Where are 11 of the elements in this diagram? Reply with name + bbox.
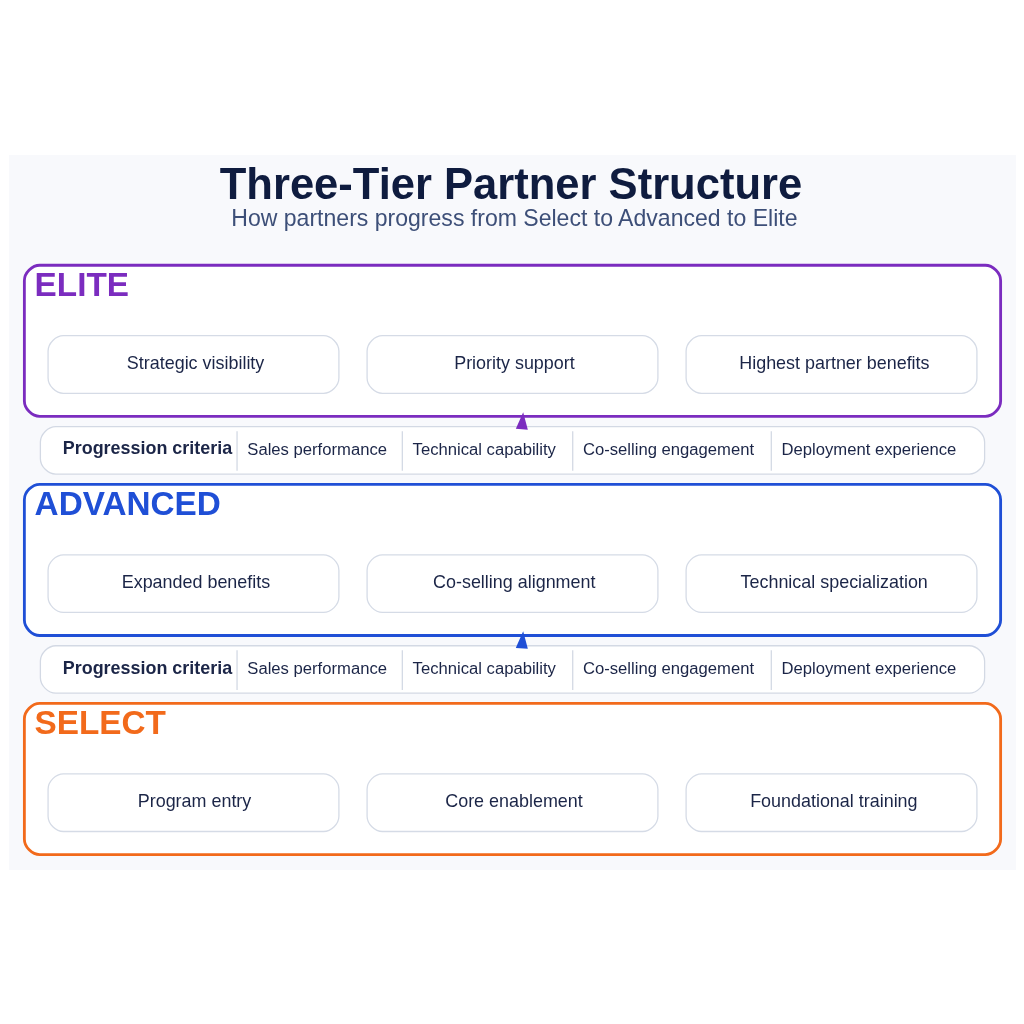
node-box: Technical specialization — [684, 553, 978, 613]
node-box: Highest partner benefits — [684, 334, 978, 394]
node-box: Co-selling alignment — [365, 553, 659, 613]
arrow — [515, 630, 528, 649]
arrow — [515, 411, 528, 430]
node-box: Foundational training — [684, 772, 978, 832]
node-box: Strategic visibility — [46, 334, 340, 394]
node-box: Priority support — [365, 334, 659, 394]
node-box: Core enablement — [365, 772, 659, 832]
node-box: Expanded benefits — [46, 553, 340, 613]
node-box: Program entry — [46, 772, 340, 832]
